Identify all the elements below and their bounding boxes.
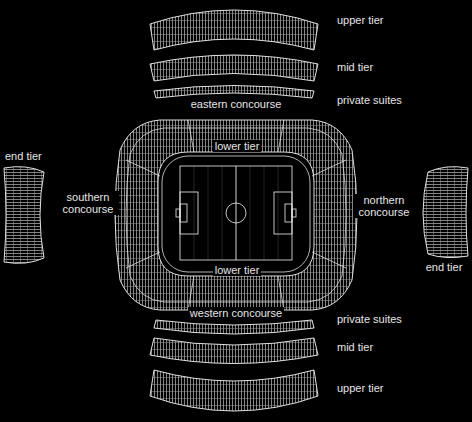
tier-label: upper tier xyxy=(335,382,385,394)
concourse-label: western concourse xyxy=(188,307,284,319)
end-tier-band xyxy=(4,167,44,264)
concourse-label: northern concourse xyxy=(353,194,415,218)
track xyxy=(162,156,310,272)
upper-tier-band xyxy=(150,10,318,50)
tier-label: lower tier xyxy=(213,140,262,152)
tier-label: mid tier xyxy=(335,341,375,353)
tier-label: upper tier xyxy=(335,14,385,26)
concourse-label: northern concourse xyxy=(353,194,415,218)
pitch-stripe xyxy=(264,166,265,260)
concourse-label: eastern concourse xyxy=(189,98,284,110)
tier-label: upper tier xyxy=(335,382,385,394)
tier-label: lower tier xyxy=(213,264,262,276)
concourse-label: southern concourse xyxy=(57,191,119,215)
pitch-stripe xyxy=(236,166,237,260)
tier-label: private suites xyxy=(335,94,404,106)
stand-dividers xyxy=(126,120,346,310)
pitch-stripe xyxy=(222,166,223,260)
concourse-label: southern concourse xyxy=(57,191,119,215)
concourse-label: western concourse xyxy=(188,307,284,319)
upper-tier-band xyxy=(150,370,318,411)
private-suites-band xyxy=(154,320,314,334)
concourse-label: eastern concourse xyxy=(189,98,284,110)
pitch-stripes xyxy=(194,166,278,260)
mid-tier-band xyxy=(150,55,318,81)
tier-label: end tier xyxy=(3,150,44,162)
tier-label: lower tier xyxy=(213,264,262,276)
tier-label: mid tier xyxy=(335,341,375,353)
tier-label: end tier xyxy=(424,261,465,273)
mid-tier-band xyxy=(150,338,318,364)
pitch-stripe xyxy=(208,166,209,260)
tier-label: mid tier xyxy=(335,61,375,73)
tier-label: end tier xyxy=(424,261,465,273)
tier-label: private suites xyxy=(335,94,404,106)
tier-label: mid tier xyxy=(335,61,375,73)
pitch-stripe xyxy=(194,166,195,260)
tier-label: private suites xyxy=(335,313,404,325)
tier-label: upper tier xyxy=(335,14,385,26)
tier-label: private suites xyxy=(335,313,404,325)
pitch xyxy=(176,166,296,260)
tier-label: end tier xyxy=(3,150,44,162)
pitch-stripe xyxy=(250,166,251,260)
end-tier-band xyxy=(423,167,468,258)
lower-bowl xyxy=(115,120,357,310)
private-suites-band xyxy=(154,86,314,99)
pitch-stripe xyxy=(278,166,279,260)
tier-label: lower tier xyxy=(213,140,262,152)
bowl-inner-ring xyxy=(126,128,346,302)
